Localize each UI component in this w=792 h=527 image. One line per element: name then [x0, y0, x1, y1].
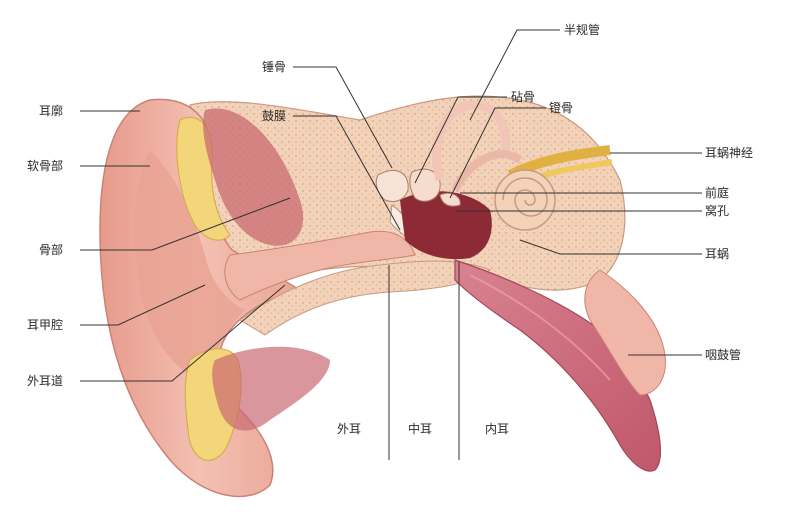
label-semicircular-canals: 半规管 [564, 23, 601, 37]
label-oval-window: 窝孔 [705, 204, 730, 218]
leader-malleus [293, 66, 393, 169]
label-malleus: 锤骨 [262, 60, 287, 74]
eustachian-tube-shape [454, 259, 661, 472]
semicircular-canal-2 [451, 150, 523, 192]
leader-concha [80, 284, 206, 326]
pharynx-tissue [584, 269, 666, 396]
leader-canal [80, 284, 286, 382]
label-eustachian-tube: 咽鼓管 [705, 348, 742, 362]
label-stapes: 镫骨 [549, 101, 574, 115]
label-cochlea: 耳蜗 [705, 247, 730, 261]
stapes-shape [439, 192, 461, 207]
label-pinna: 耳廓 [39, 104, 64, 118]
leader-semicircular [469, 29, 560, 121]
leader-cochlea [519, 239, 702, 255]
leader-incus [414, 96, 507, 184]
label-eardrum: 鼓膜 [262, 109, 287, 123]
label-cochlear-nerve: 耳蜗神经 [705, 146, 754, 160]
leader-bony [80, 197, 291, 251]
ear-canal-shape [224, 230, 416, 301]
lower-bone-wall [239, 260, 492, 336]
middle-ear-cavity [400, 191, 492, 260]
lower-muscle [212, 346, 330, 431]
label-bony-part: 骨部 [39, 243, 64, 257]
label-concha: 耳甲腔 [27, 318, 64, 332]
label-ear-canal: 外耳道 [27, 374, 64, 388]
label-incus: 砧骨 [511, 90, 536, 104]
semicircular-canal-1 [432, 100, 511, 182]
label-middle-ear: 中耳 [408, 422, 433, 436]
leader-eardrum [293, 115, 401, 231]
upper-muscle [203, 108, 304, 246]
concha-shading [134, 150, 245, 380]
leader-lines [80, 29, 702, 460]
leader-stapes [449, 107, 546, 199]
malleus-shape [375, 170, 409, 203]
label-vestibule: 前庭 [705, 186, 730, 200]
label-outer-ear: 外耳 [337, 422, 362, 436]
label-inner-ear: 内耳 [485, 422, 510, 436]
label-cartilage-part: 软骨部 [27, 159, 64, 173]
